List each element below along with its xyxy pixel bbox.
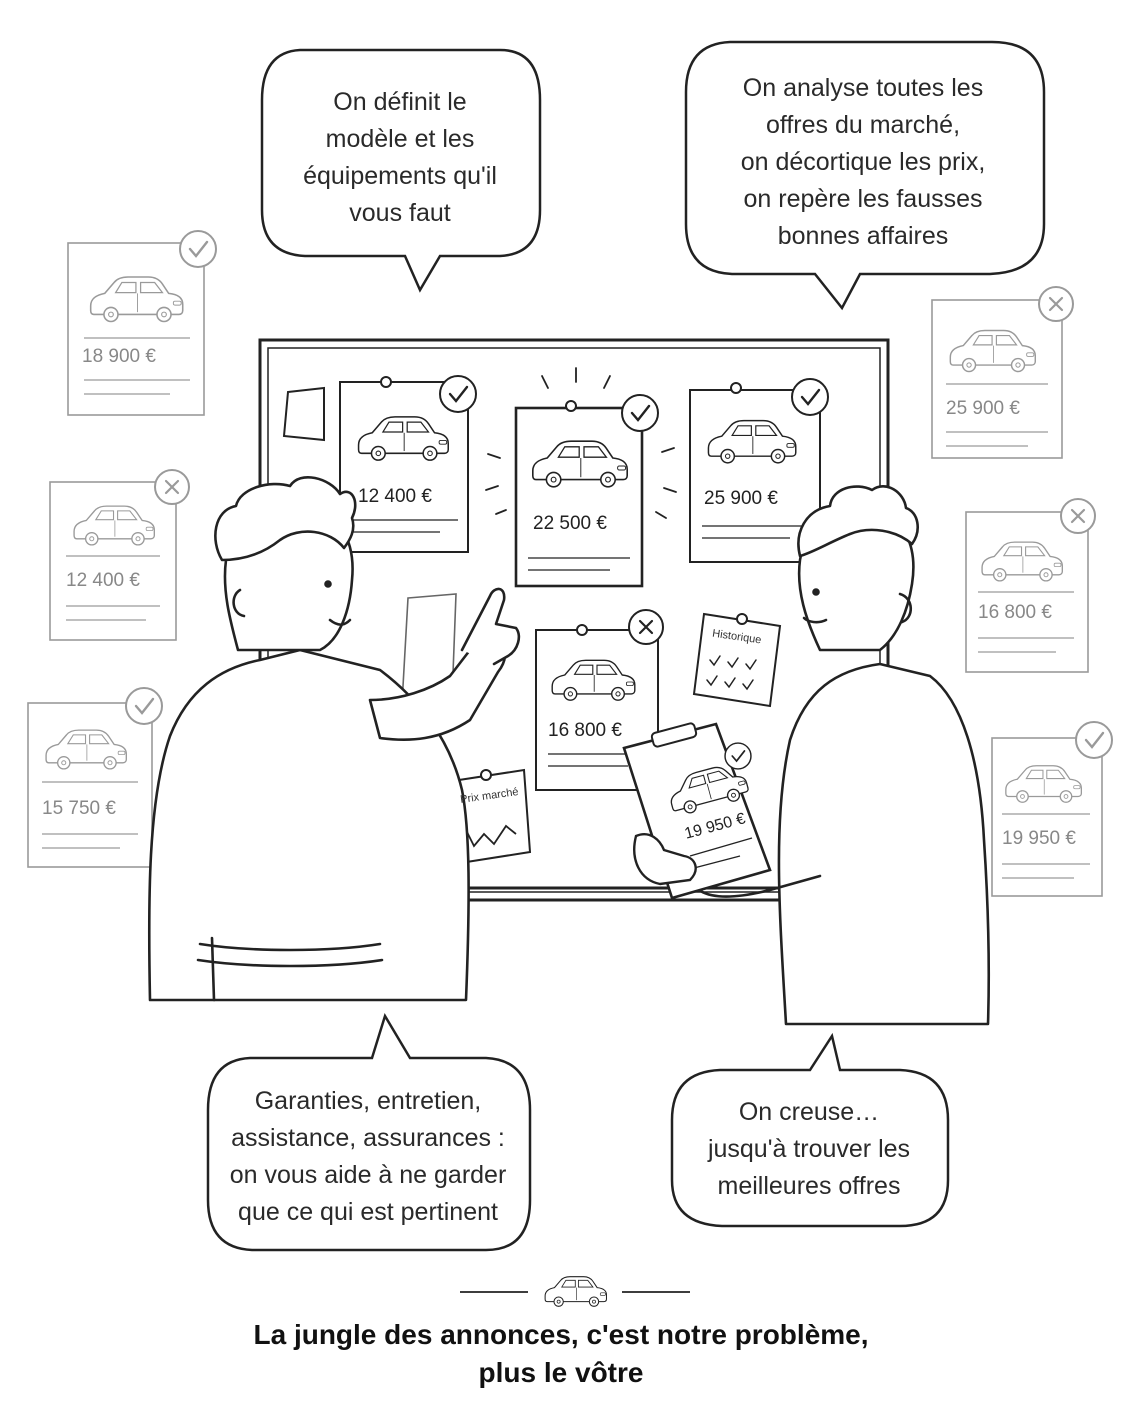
clipboard (622, 722, 772, 900)
cross-icon (153, 468, 191, 506)
check-icon (1074, 720, 1114, 760)
check-icon (620, 393, 660, 433)
outer-listing-price: 19 950 € (1002, 828, 1076, 849)
check-icon (178, 229, 218, 269)
bubble-text-top-left: On définit le modèle et les équipements … (303, 88, 497, 227)
bubble-text-bottom-left: Garanties, entretien, assistance, assura… (229, 1087, 507, 1226)
tagline: La jungle des annonces, c'est notre prob… (253, 1319, 869, 1388)
outer-listing-card (931, 285, 1075, 459)
footer-divider (460, 1276, 690, 1307)
speech-bubble-top-left (260, 48, 542, 293)
historique-note (692, 612, 782, 708)
board-listing-price: 12 400 € (358, 486, 432, 507)
sticky-note (282, 386, 325, 442)
outer-listing-price: 16 800 € (978, 602, 1052, 623)
check-icon (790, 377, 830, 417)
cross-icon (1059, 497, 1097, 535)
outer-listing-price: 18 900 € (82, 346, 156, 367)
outer-listing-card (27, 686, 164, 868)
outer-listing-price: 25 900 € (946, 398, 1020, 419)
bubble-text-top-right: On analyse toutes les offres du marché, … (740, 74, 986, 250)
outer-listing-price: 12 400 € (66, 570, 140, 591)
check-icon (124, 686, 164, 726)
outer-listing-price: 15 750 € (42, 798, 116, 819)
speech-bubble-bottom-left (206, 1012, 532, 1252)
board-listing-price: 22 500 € (533, 513, 607, 534)
board-listing-card (339, 374, 478, 553)
outer-listing-card (67, 229, 218, 416)
bubble-text-bottom-right: On creuse… jusqu'à trouver les meilleure… (707, 1098, 911, 1200)
speech-bubble-top-right (684, 40, 1046, 311)
man-left (147, 476, 521, 1002)
outer-listing-card (991, 720, 1114, 897)
man-right (688, 485, 991, 1026)
speech-bubble-bottom-right (670, 1032, 950, 1228)
highlight-rays (485, 367, 677, 519)
outer-listing-card (965, 497, 1097, 673)
cross-icon (1037, 285, 1075, 323)
outer-listing-card (49, 468, 191, 641)
cross-icon (627, 608, 665, 646)
board-listing-price: 25 900 € (704, 488, 778, 509)
check-icon (438, 374, 478, 414)
board-listing-card-highlight (485, 367, 677, 588)
board-listing-price: 16 800 € (548, 720, 622, 741)
check-icon (724, 742, 752, 770)
car-icon (544, 1276, 607, 1307)
